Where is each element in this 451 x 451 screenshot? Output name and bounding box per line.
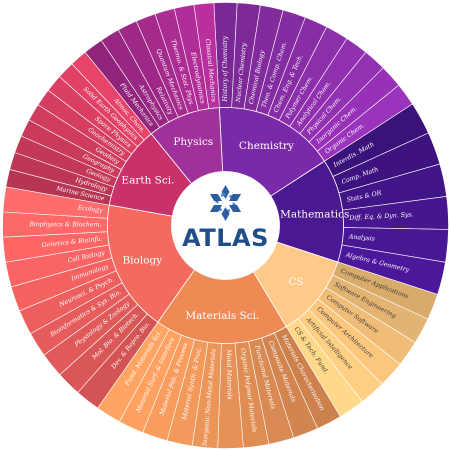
atlas-title: ATLAS [182, 224, 269, 252]
subfield-label-metal-materials: Metal Materials [225, 348, 233, 399]
segment-label-earth-sci: Earth Sci. [121, 174, 174, 186]
subfield-label-history-of-chemistry: History of Chemistry [222, 35, 229, 102]
subfield-label-analysis: Analysis [348, 233, 375, 242]
atlas-snowflake-logo-icon [209, 185, 242, 221]
subfield-label-ecology: Ecology [76, 204, 103, 214]
segment-label-biology: Biology [122, 254, 162, 266]
segment-label-mathematics: Mathematics [280, 208, 349, 220]
center-hub: ATLAS [171, 171, 280, 280]
center-circle [171, 171, 280, 280]
segment-label-physics: Physics [173, 136, 213, 148]
subfield-label-biophysics-biochem: Biophysics & Biochem. [28, 221, 101, 228]
subfield-label-diff-eq-dyn-sys: Diff. Eq. & Dyn. Sys. [348, 211, 414, 222]
segment-label-materials-sci: Materials Sci. [185, 310, 259, 322]
segment-label-chemistry: Chemistry [239, 140, 294, 152]
segment-label-cs: CS [288, 276, 303, 288]
